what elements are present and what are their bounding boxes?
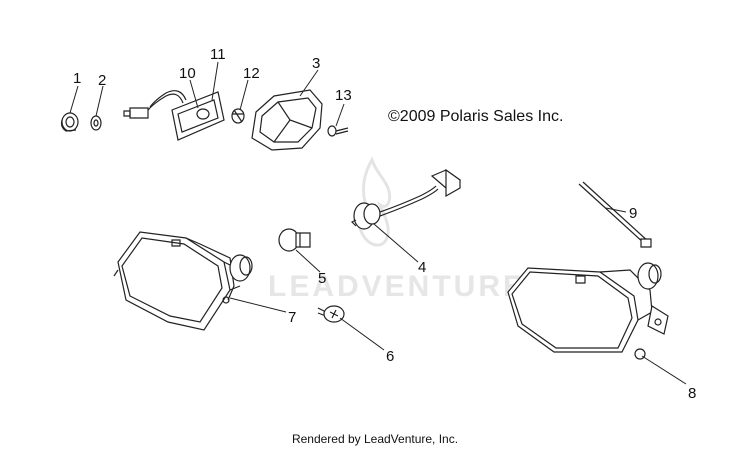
callout-7: 7	[288, 309, 296, 326]
part-1-nut	[62, 113, 79, 131]
leader-5	[295, 249, 321, 273]
watermark-text: LEADVENTURE	[268, 270, 526, 303]
leader-2	[95, 85, 104, 117]
copyright-text: ©2009 Polaris Sales Inc.	[388, 108, 563, 125]
leader-12	[239, 79, 249, 111]
footer-text: Rendered by LeadVenture, Inc.	[292, 432, 458, 446]
callout-5: 5	[318, 270, 326, 287]
leader-lines	[69, 61, 687, 385]
callout-11: 11	[210, 46, 226, 63]
callout-2: 2	[98, 72, 106, 89]
part-6-screw	[318, 306, 344, 322]
part-2-washer	[91, 116, 101, 130]
part-3-taillight	[252, 90, 322, 150]
part-10-11-bracket-harness	[124, 91, 224, 140]
leader-7	[229, 297, 287, 313]
callout-6: 6	[386, 348, 394, 365]
part-13-screw	[328, 126, 348, 136]
callout-4: 4	[418, 259, 426, 276]
callout-1: 1	[73, 70, 81, 87]
callouts: 1 2 3 4 5 6 7 8 9 10 11 12 13	[73, 46, 696, 402]
watermark: LEADVENTURE	[268, 156, 526, 303]
part-8-headlamp-right	[508, 263, 668, 359]
part-5-bulb	[279, 229, 310, 251]
leader-1	[69, 85, 79, 114]
callout-13: 13	[335, 87, 352, 104]
leader-4	[373, 223, 419, 263]
leader-10	[189, 79, 199, 109]
leader-9	[605, 207, 627, 213]
part-9-cable-tie	[579, 182, 651, 247]
part-7-headlamp-left	[114, 232, 252, 330]
callout-12: 12	[243, 65, 260, 82]
callout-8: 8	[688, 385, 696, 402]
part-12-clip	[232, 109, 244, 123]
callout-10: 10	[179, 65, 196, 82]
leader-3	[299, 69, 319, 97]
leader-13	[335, 103, 345, 127]
callout-3: 3	[312, 55, 320, 72]
callout-9: 9	[629, 205, 637, 222]
leader-8	[641, 355, 687, 385]
leader-6	[339, 317, 385, 351]
part-4-socket-harness	[352, 170, 460, 229]
leader-11	[211, 61, 219, 101]
